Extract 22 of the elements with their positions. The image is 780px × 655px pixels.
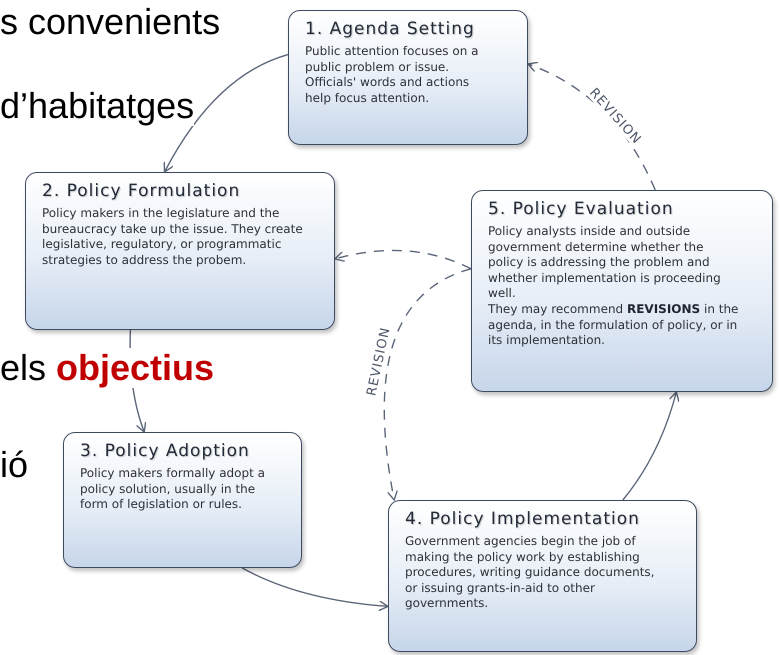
stage-title: 5. Policy Evaluation	[488, 199, 675, 219]
stage-title: 2. Policy Formulation	[42, 181, 242, 201]
stage-description: Policy makers in the legislature and the bureaucracy take up the issue. They create legislative, regulatory, or programmatic strategies to address the probem.	[42, 206, 304, 268]
stage-title: 3. Policy Adoption	[80, 441, 251, 461]
stage-box	[25, 172, 335, 330]
stage-title: 4. Policy Implementation	[405, 509, 641, 529]
slide-text: els objectius	[0, 348, 214, 388]
stage-description: They may recommend REVISIONS in the agenda, in the formulation of policy, or in its implementation.	[488, 302, 740, 349]
arrow	[164, 54, 288, 173]
stage-description: Policy makers formally adopt a policy solution, usually in the form of legislation or rules.	[80, 466, 266, 513]
stage-description: Policy analysts inside and outside government determine whether the policy is addressing the problem and whether implementation is proceeding well.	[488, 224, 722, 302]
stage-title: 1. Agenda Setting	[305, 19, 476, 39]
stage-box	[388, 500, 697, 652]
stage-box	[288, 10, 528, 145]
stage-box	[471, 190, 773, 392]
stage-description: Government agencies begin the job of making the policy work by establishing procedures, writing guidance documents, or issuing grants-in-aid to other governments.	[405, 534, 656, 612]
dashed-arrow	[384, 268, 472, 501]
stage-box	[63, 432, 302, 568]
dashed-arrow	[334, 250, 472, 270]
arrow	[242, 567, 389, 612]
arrow	[622, 391, 680, 500]
stage-description: Public attention focuses on a public problem or issue. Officials' words and actions help focus attention.	[305, 44, 480, 106]
